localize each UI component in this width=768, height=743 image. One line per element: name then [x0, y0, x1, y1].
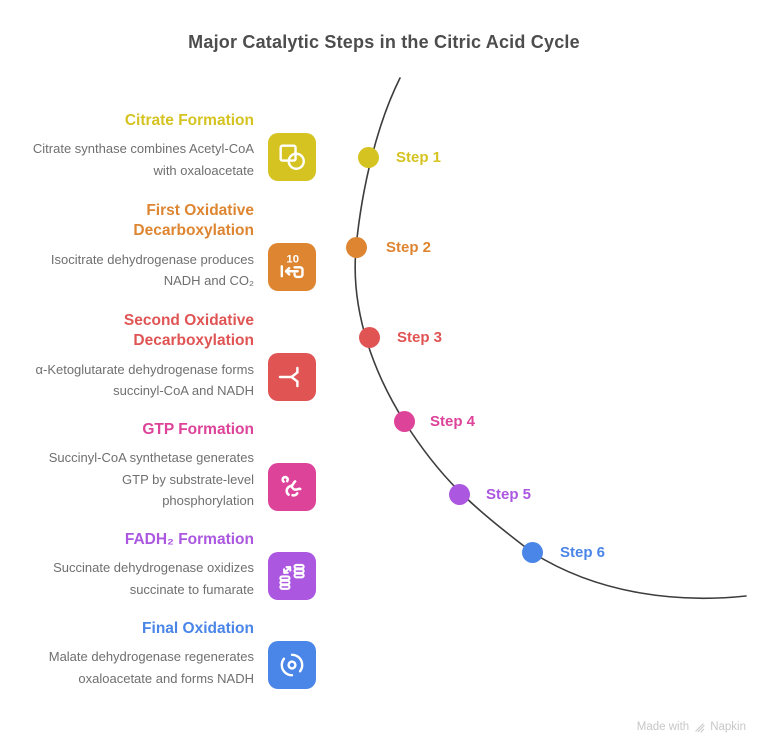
- arc-label-step-1: Step 1: [396, 149, 442, 166]
- step-dot-4: [394, 411, 415, 432]
- step-item-5: FADH₂ Formation Succinate dehydrogenase …: [28, 530, 316, 600]
- step-text-block: FADH₂ Formation Succinate dehydrogenase …: [28, 530, 254, 600]
- watermark-prefix: Made with: [636, 721, 690, 733]
- arc-label-step-2: Step 2: [386, 239, 432, 256]
- step-text-block: Final Oxidation Malate dehydrogenase reg…: [28, 619, 254, 689]
- arc-label-step-3: Step 3: [397, 329, 443, 346]
- step-item-1: Citrate Formation Citrate synthase combi…: [28, 111, 316, 181]
- step-dot-2: [346, 237, 367, 258]
- step-item-6: Final Oxidation Malate dehydrogenase reg…: [28, 619, 316, 689]
- kick-figure-icon: [268, 462, 316, 511]
- step-description: α-Ketoglutarate dehydrogenase forms succ…: [35, 361, 254, 398]
- arc-label-step-6: Step 6: [560, 544, 606, 561]
- step-heading: First Oxidative Decarboxylation: [133, 202, 254, 240]
- made-with-napkin-link[interactable]: Made with Napkin: [637, 721, 746, 733]
- step-description: Succinyl-CoA synthetase generates GTP by…: [48, 450, 254, 508]
- data-transfer-icon: [268, 551, 316, 600]
- rewind-10-icon: 10: [268, 243, 316, 291]
- step-item-2: First Oxidative Decarboxylation Isocitra…: [28, 201, 316, 291]
- step-description: Isocitrate dehydrogenase produces NADH a…: [50, 251, 254, 288]
- step-description: Citrate synthase combines Acetyl-CoA wit…: [32, 141, 254, 178]
- cycle-icon: [268, 640, 316, 689]
- arc-label-step-4: Step 4: [430, 413, 476, 430]
- step-description: Malate dehydrogenase regenerates oxaloac…: [48, 649, 254, 686]
- rewind-10-number: 10: [286, 253, 299, 265]
- step-text-block: GTP Formation Succinyl-CoA synthetase ge…: [28, 420, 254, 511]
- combine-shapes-icon: [268, 132, 316, 181]
- step-text-block: Citrate Formation Citrate synthase combi…: [28, 111, 254, 181]
- step-dot-6: [522, 542, 543, 563]
- step-dot-3: [359, 327, 380, 348]
- step-text-block: First Oxidative Decarboxylation Isocitra…: [28, 201, 254, 291]
- step-heading: Second Oxidative Decarboxylation: [123, 312, 254, 350]
- watermark-brand: Napkin: [710, 721, 746, 733]
- step-text-block: Second Oxidative Decarboxylation α-Ketog…: [28, 311, 254, 401]
- step-item-4: GTP Formation Succinyl-CoA synthetase ge…: [28, 420, 316, 511]
- arc-label-step-5: Step 5: [486, 486, 532, 503]
- step-heading: GTP Formation: [142, 421, 254, 438]
- step-heading: Final Oxidation: [142, 620, 254, 637]
- step-dot-1: [358, 147, 379, 168]
- step-item-3: Second Oxidative Decarboxylation α-Ketog…: [28, 311, 316, 401]
- branch-split-icon: [268, 353, 316, 401]
- napkin-logo-icon: [695, 722, 705, 733]
- step-description: Succinate dehydrogenase oxidizes succina…: [53, 560, 254, 597]
- page-title: Major Catalytic Steps in the Citric Acid…: [188, 32, 580, 52]
- step-dot-5: [449, 484, 470, 505]
- step-heading: FADH₂ Formation: [124, 531, 254, 548]
- step-heading: Citrate Formation: [124, 112, 254, 129]
